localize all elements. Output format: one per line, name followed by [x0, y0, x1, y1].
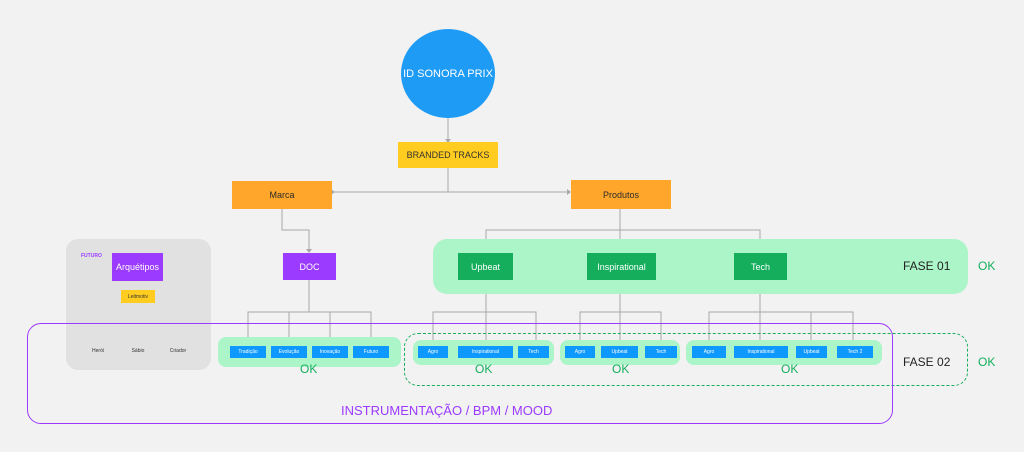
- marca-node: Marca: [232, 181, 332, 209]
- upbeat-ok-label: OK: [475, 362, 493, 376]
- upbeat-item: Agro: [418, 346, 448, 358]
- tech-item: Agro: [692, 346, 726, 358]
- inspirational-item: Tech: [645, 346, 677, 358]
- archetype-leaf: Herói: [92, 348, 104, 354]
- doc-item: Tradição: [230, 346, 266, 358]
- tech-item: Upbeat: [796, 346, 827, 358]
- branded-tracks-node: BRANDED TRACKS: [398, 142, 498, 168]
- inspirational-item: Upbeat: [601, 346, 638, 358]
- doc-item: Evolução: [271, 346, 307, 358]
- inspirational-item: Agro: [565, 346, 595, 358]
- doc-item: Inovação: [312, 346, 348, 358]
- phase-02-outline: [404, 333, 968, 386]
- phase-02-label: FASE 02: [903, 355, 951, 369]
- root-node: ID SONORA PRIX: [401, 29, 495, 118]
- tech-item: Tech 2: [837, 346, 873, 358]
- upbeat-node: Upbeat: [458, 253, 513, 280]
- phase-01-ok: OK: [978, 259, 996, 273]
- phase-01-label: FASE 01: [903, 259, 951, 273]
- inspirational-ok-label: OK: [612, 362, 630, 376]
- inspirational-node: Inspirational: [587, 253, 656, 280]
- futuro-tag: FUTURO: [81, 253, 102, 259]
- leitmotiv-node: Leitmotiv: [121, 290, 155, 303]
- archetype-leaf: Criador: [169, 348, 187, 354]
- upbeat-item: Inspirational: [458, 346, 513, 358]
- tech-node: Tech: [734, 253, 787, 280]
- doc-node: DOC: [283, 253, 336, 280]
- tech-item: Inspirational: [734, 346, 788, 358]
- archetypes-node: Arquétipos: [112, 253, 163, 281]
- produtos-node: Produtos: [571, 180, 671, 209]
- tech-ok-label: OK: [781, 362, 799, 376]
- phase-01-band: [433, 239, 968, 294]
- instrumentation-label: INSTRUMENTAÇÃO / BPM / MOOD: [341, 403, 553, 418]
- upbeat-item: Tech: [518, 346, 549, 358]
- doc-ok-label: OK: [300, 362, 318, 376]
- doc-item: Futuro: [353, 346, 389, 358]
- phase-02-ok: OK: [978, 355, 996, 369]
- instrumentation-outline: [27, 323, 893, 424]
- archetype-leaf: Sábio: [131, 348, 145, 354]
